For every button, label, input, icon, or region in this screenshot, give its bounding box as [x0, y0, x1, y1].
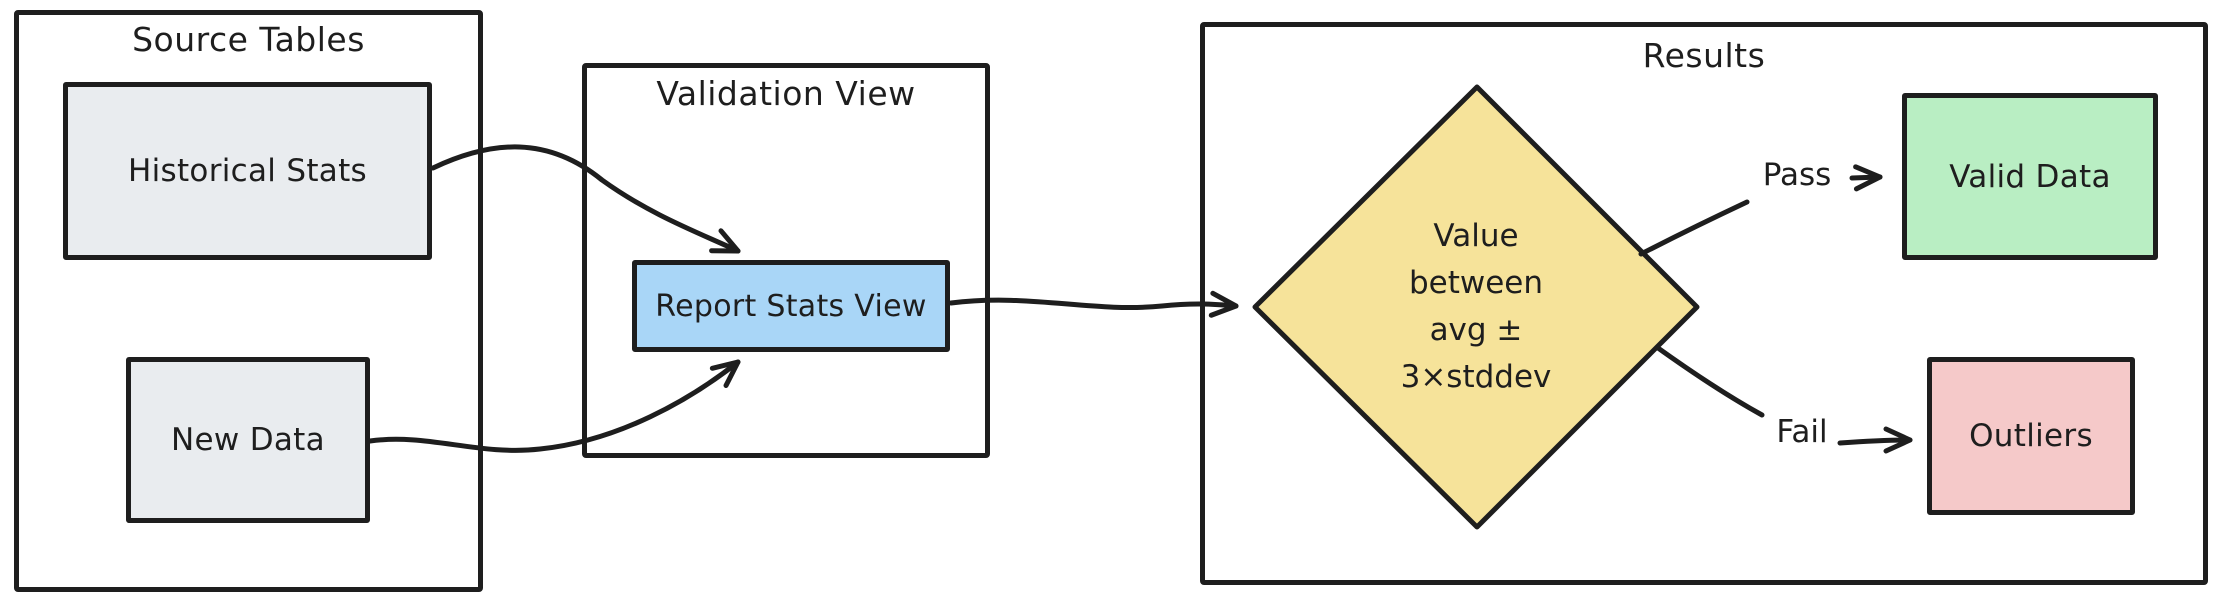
arrow-decision-to-fail-segment — [1655, 345, 1765, 418]
decision-line-4: 3×stddev — [1400, 359, 1552, 395]
edge-label-pass: Pass — [1762, 157, 1832, 193]
group-source-tables — [14, 10, 483, 592]
node-label-valid-data: Valid Data — [1949, 158, 2111, 195]
node-historical-stats: Historical Stats — [63, 82, 432, 260]
group-title-source-tables: Source Tables — [132, 20, 365, 59]
group-validation-view — [582, 63, 990, 458]
node-label-new-data: New Data — [171, 422, 325, 458]
arrow-fail-to-outliers — [1837, 426, 1913, 454]
arrow-historical-to-report — [430, 144, 741, 254]
group-title-validation-view: Validation View — [656, 74, 916, 113]
group-title-results: Results — [1642, 36, 1766, 75]
node-outliers: Outliers — [1927, 357, 2135, 515]
node-label-decision: Value between avg ± 3×stddev — [1326, 213, 1626, 401]
arrow-decision-to-pass-segment — [1638, 199, 1750, 257]
edge-label-fail: Fail — [1776, 414, 1828, 450]
node-label-outliers: Outliers — [1969, 418, 2093, 454]
node-valid-data: Valid Data — [1902, 93, 2158, 260]
node-label-historical-stats: Historical Stats — [128, 153, 367, 189]
decision-line-1: Value — [1433, 218, 1519, 254]
node-new-data: New Data — [126, 357, 370, 523]
decision-line-2: between — [1408, 265, 1544, 301]
decision-diamond-shape — [1252, 84, 1700, 530]
decision-line-3: avg ± — [1429, 312, 1523, 348]
arrow-report-to-decision — [948, 290, 1239, 318]
node-label-report-stats-view: Report Stats View — [655, 288, 927, 324]
arrow-newdata-to-report — [367, 359, 741, 453]
node-report-stats-view: Report Stats View — [632, 260, 950, 352]
arrow-pass-to-validdata — [1849, 164, 1883, 192]
